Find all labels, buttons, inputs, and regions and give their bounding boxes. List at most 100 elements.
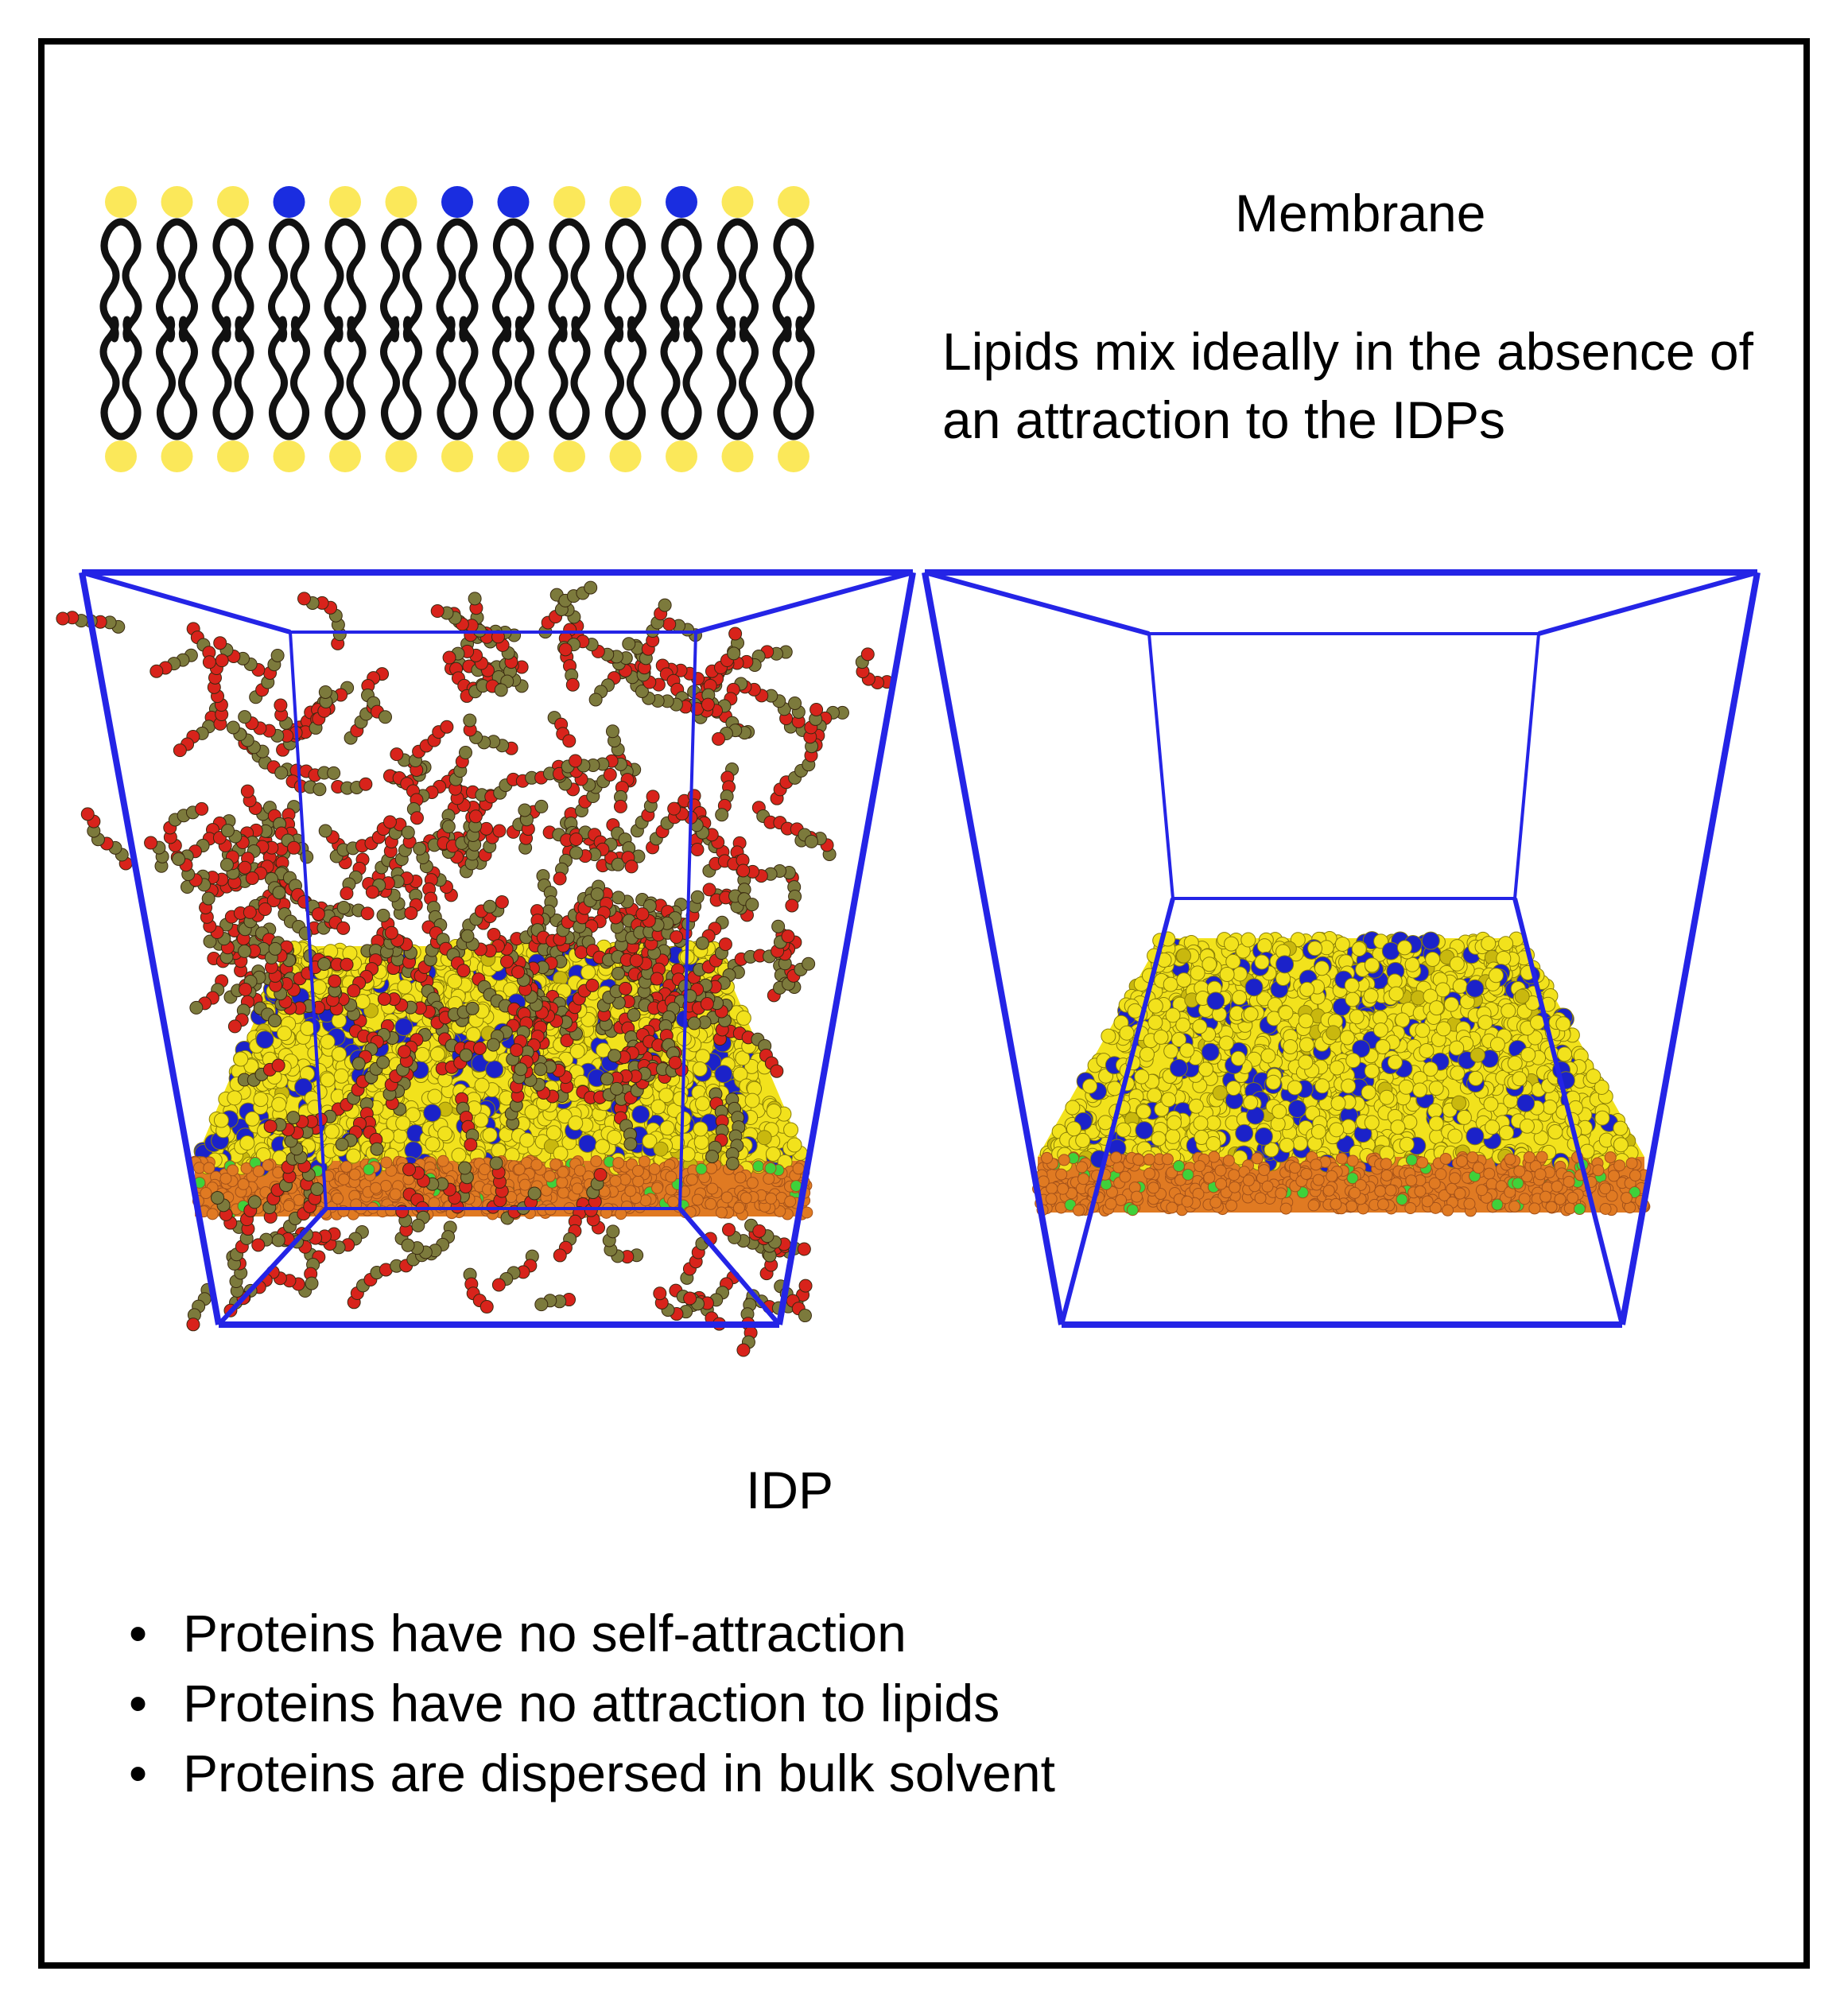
- yellow-lipid-bead: [331, 1046, 347, 1062]
- protein-bead-red: [215, 654, 229, 668]
- protein-bead-red: [667, 801, 681, 816]
- protein-bead-red: [569, 832, 584, 847]
- protein-bead-red: [410, 811, 424, 825]
- yellow-lipid-bead: [1419, 1042, 1435, 1058]
- lipid-tail-bead: [705, 1162, 718, 1174]
- lipid-headgroup-yellow: [609, 440, 642, 472]
- yellow-lipid-bead: [519, 1132, 535, 1148]
- protein-bead-red: [690, 843, 705, 857]
- yellow-lipid-bead: [1256, 938, 1272, 954]
- lipid-bilayer-schematic: [99, 186, 815, 472]
- lipid-headgroup-yellow: [721, 440, 754, 472]
- protein-bead-red: [650, 972, 664, 986]
- yellow-lipid-bead: [437, 1126, 453, 1142]
- protein-bead-olive: [600, 1072, 614, 1086]
- lipid-tail-bead: [612, 1157, 625, 1170]
- lipid-headgroup-yellow: [217, 440, 249, 472]
- blue-lipid-bead: [1421, 931, 1440, 950]
- protein-bead-olive: [745, 898, 759, 912]
- lipid-neck: [555, 218, 584, 231]
- protein-bead-red: [213, 636, 227, 650]
- protein-bead-red: [798, 1279, 813, 1293]
- lipid-neck: [611, 218, 640, 231]
- protein-bead-red: [464, 1138, 478, 1152]
- yellow-lipid-bead: [524, 1104, 540, 1120]
- protein-bead-olive: [305, 1276, 319, 1290]
- yellow-lipid-bead: [1456, 1109, 1472, 1125]
- protein-bead-red: [397, 1045, 411, 1059]
- lipid-tail-bead: [732, 1201, 745, 1214]
- protein-bead-olive: [658, 598, 672, 612]
- yellow-lipid-bead: [253, 1092, 269, 1108]
- protein-bead-olive: [590, 887, 604, 902]
- yellow-lipid-bead: [465, 1026, 481, 1042]
- blue-lipid-bead: [1201, 1042, 1220, 1061]
- lipid-headgroup-yellow: [217, 186, 249, 218]
- protein-bead-olive: [219, 858, 234, 872]
- protein-bead-red: [860, 647, 875, 662]
- protein-bead-olive: [695, 936, 709, 950]
- yellow-lipid-bead: [392, 1128, 408, 1144]
- protein-bead-red: [565, 677, 580, 692]
- protein-bead-olive: [463, 713, 477, 728]
- yellow-lipid-bead: [1275, 971, 1291, 987]
- protein-bead-red: [770, 1064, 784, 1078]
- protein-bead-olive: [534, 1298, 549, 1312]
- yellow-lipid-bead: [595, 1139, 611, 1154]
- protein-bead-olive: [622, 637, 636, 651]
- lipid-tail-bead: [348, 1168, 361, 1181]
- blue-lipid-bead: [394, 1017, 413, 1036]
- lipid-tail-bead: [385, 1204, 398, 1216]
- yellow-lipid-bead: [491, 1143, 507, 1158]
- lipid-neck: [219, 218, 247, 231]
- blue-lipid-bead: [714, 1065, 733, 1084]
- yellow-lipid-bead: [692, 1061, 708, 1077]
- protein-bead-olive: [370, 1142, 384, 1156]
- protein-bead-red: [479, 821, 494, 836]
- lipid-tail: [212, 316, 232, 433]
- yellow-lipid-bead: [397, 979, 413, 995]
- protein-bead-olive: [238, 710, 252, 724]
- lipid-tail-bead: [691, 1193, 704, 1206]
- protein-bead-olive: [494, 683, 508, 697]
- yellow-lipid-bead: [695, 1096, 711, 1112]
- lipid-tail-bead: [705, 1197, 717, 1210]
- lipid-tail-bead: [518, 1178, 531, 1191]
- protein-bead-red: [712, 731, 726, 746]
- protein-bead-olive: [460, 929, 475, 943]
- lipid-tail-bead: [734, 1171, 747, 1184]
- lipid-neck: [667, 427, 696, 440]
- yellow-lipid-bead: [695, 1049, 711, 1065]
- lipid-tail-bead: [590, 1154, 603, 1167]
- lipid-headgroup-yellow: [721, 186, 754, 218]
- yellow-lipid-bead: [1428, 1116, 1444, 1131]
- lipid-neck: [162, 218, 192, 231]
- yellow-lipid-bead: [324, 1123, 340, 1139]
- yellow-lipid-bead: [1298, 1013, 1314, 1029]
- protein-bead-red: [781, 929, 795, 944]
- protein-bead-olive: [441, 820, 456, 834]
- blue-lipid-bead: [255, 1030, 274, 1050]
- yellow-lipid-bead: [693, 1134, 709, 1150]
- yellow-lipid-bead: [1443, 996, 1459, 1012]
- protein-bead-olive: [715, 808, 729, 822]
- green-bead: [695, 1162, 708, 1175]
- yellow-lipid-bead: [1427, 1103, 1443, 1119]
- lipid-neck: [723, 218, 752, 231]
- protein-bead-olive: [238, 944, 252, 958]
- lipid-tail-bead: [651, 1182, 664, 1194]
- lipid-neck: [779, 218, 808, 231]
- protein-bead-red: [468, 809, 483, 824]
- green-bead: [764, 1162, 777, 1174]
- protein-bead-red: [258, 902, 272, 916]
- yellow-lipid-bead: [1339, 1030, 1355, 1046]
- protein-bead-red: [245, 871, 259, 885]
- protein-bead-red: [491, 1278, 506, 1292]
- lipid-neck: [331, 427, 359, 440]
- yellow-lipid-bead: [1594, 1110, 1610, 1126]
- protein-bead-olive: [401, 1238, 415, 1252]
- lipid-neck: [499, 218, 528, 231]
- lipid-tail-bead: [619, 1174, 631, 1186]
- yellow-lipid-bead: [1298, 1054, 1314, 1070]
